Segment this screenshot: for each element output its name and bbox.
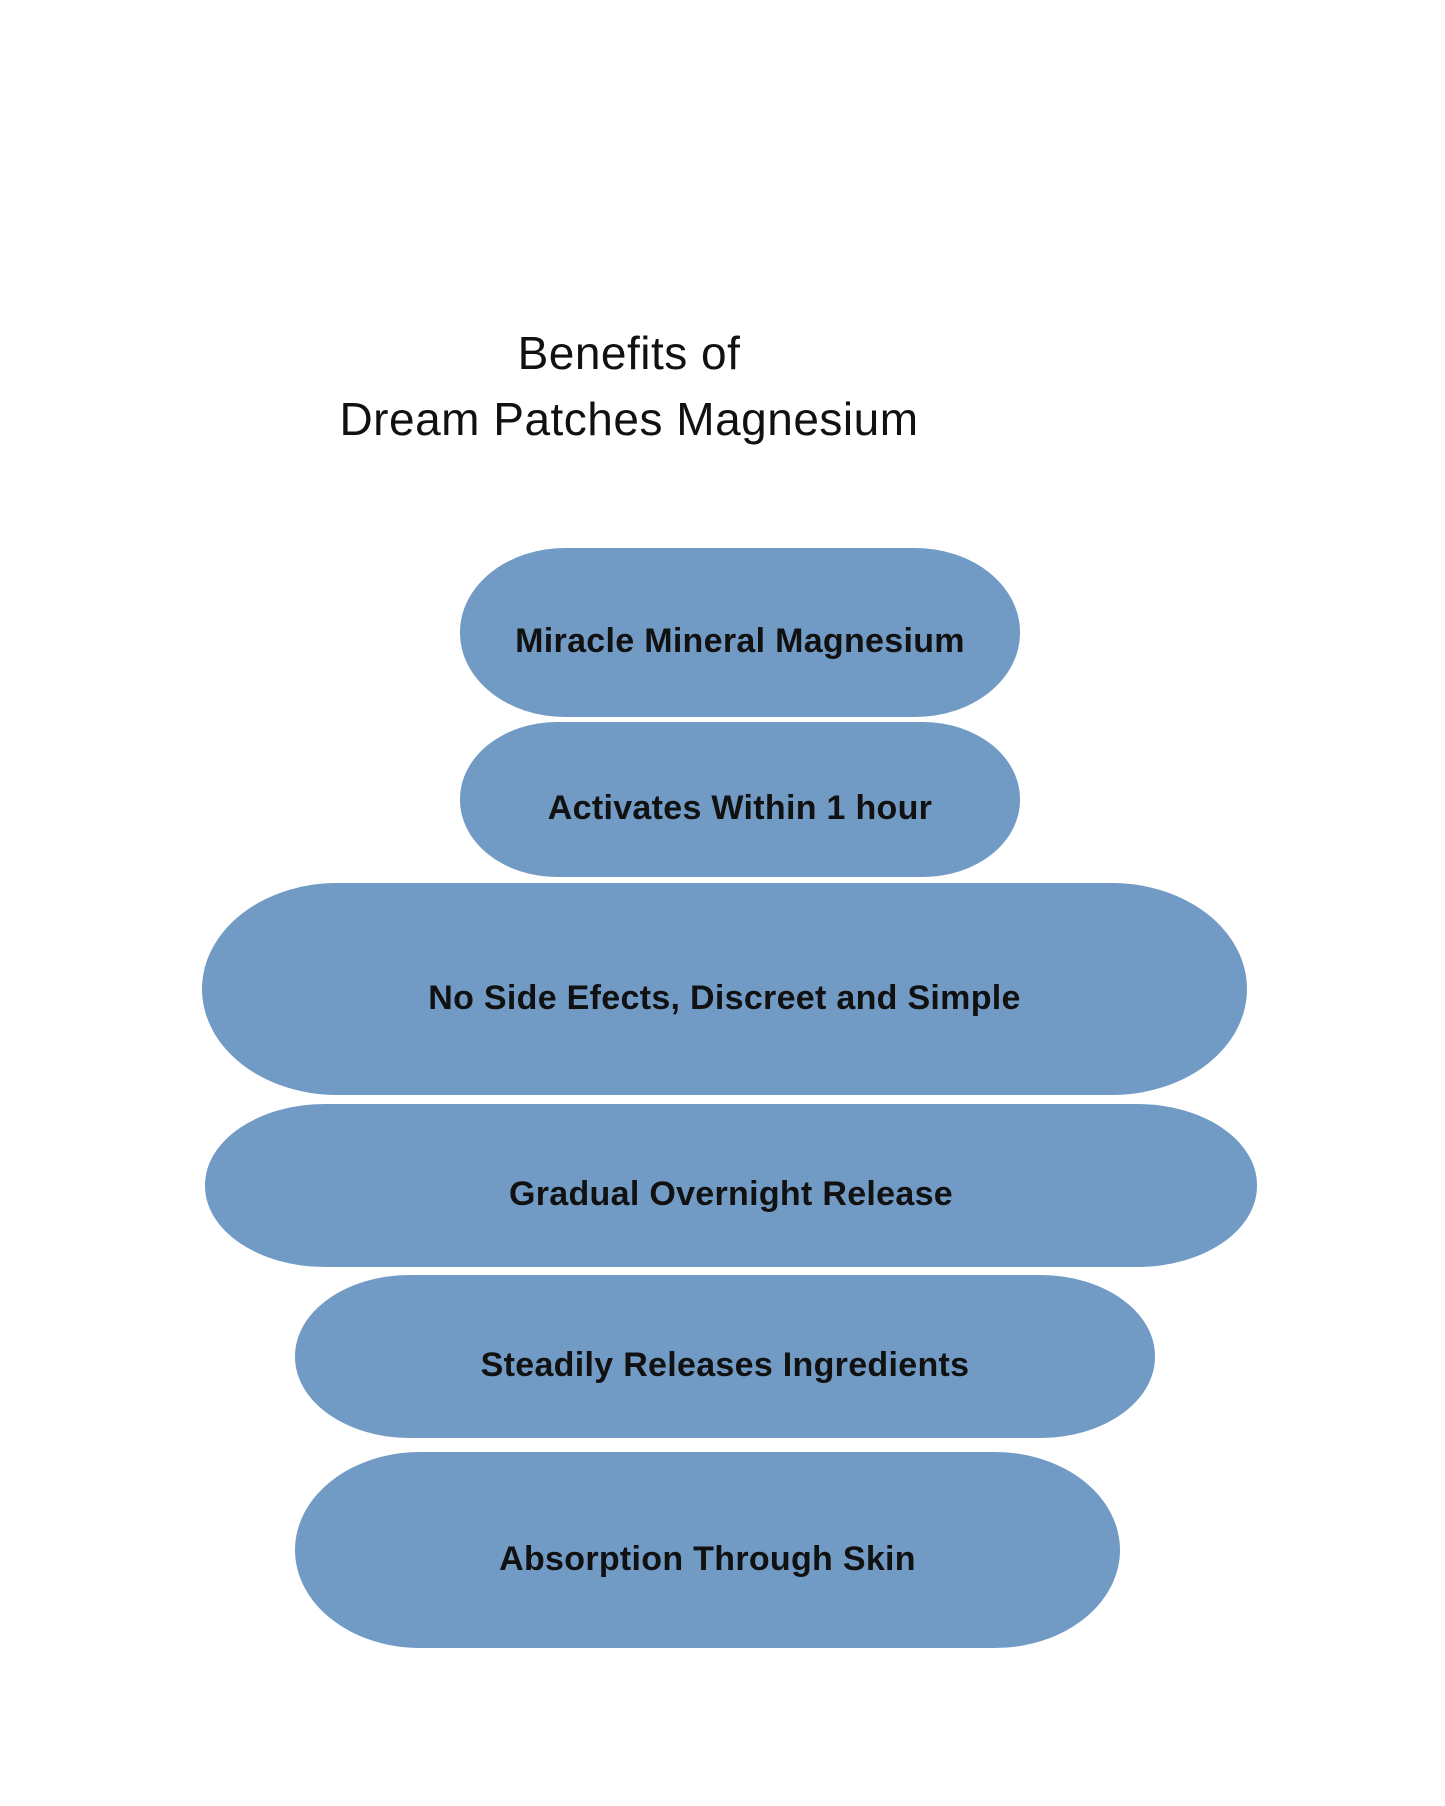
benefit-pill-steady-release: Steadily Releases Ingredients: [295, 1275, 1155, 1438]
benefit-pill-label: No Side Efects, Discreet and Simple: [428, 978, 1021, 1017]
page-title-line2: Dream Patches Magnesium: [339, 393, 919, 445]
page-title-line1: Benefits of: [517, 327, 741, 379]
benefit-pill-label: Miracle Mineral Magnesium: [515, 622, 965, 660]
benefit-pill-activates-within-hour: Activates Within 1 hour: [460, 722, 1020, 877]
benefit-pill-label: Steadily Releases Ingredients: [480, 1346, 970, 1384]
benefit-pill-label: Gradual Overnight Release: [509, 1175, 953, 1213]
benefit-pill-no-side-effects: No Side Efects, Discreet and Simple: [202, 883, 1247, 1095]
benefit-pill-label: Activates Within 1 hour: [547, 789, 933, 827]
benefit-pill-gradual-release: Gradual Overnight Release: [205, 1104, 1257, 1267]
benefit-pill-skin-absorption: Absorption Through Skin: [295, 1452, 1120, 1648]
benefit-pill-label: Absorption Through Skin: [499, 1539, 916, 1578]
benefit-pill-miracle-mineral: Miracle Mineral Magnesium: [460, 548, 1020, 717]
page-title: Benefits of Dream Patches Magnesium: [0, 320, 1258, 452]
